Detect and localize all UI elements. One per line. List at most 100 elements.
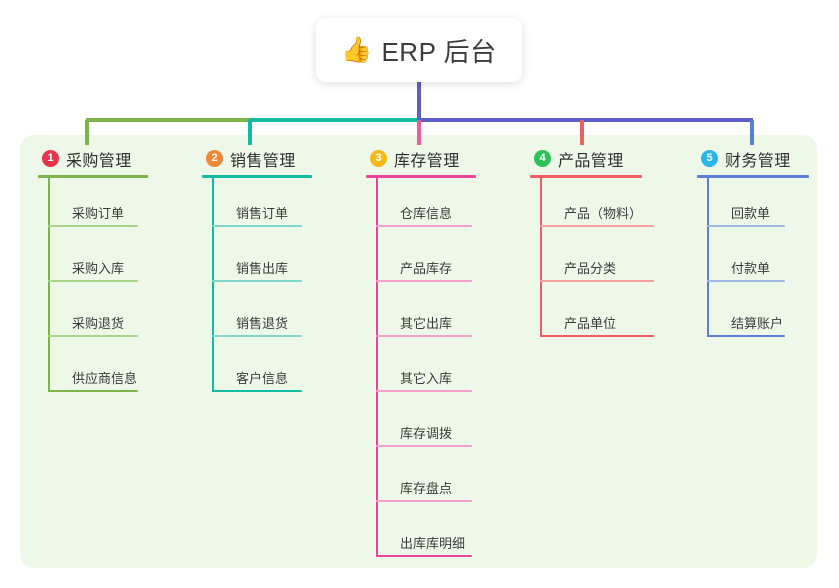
root-node-content: 👍 ERP 后台 <box>341 32 496 69</box>
list-item[interactable]: 客户信息 <box>202 343 312 398</box>
list-item-label: 其它入库 <box>400 371 453 386</box>
column-2: 2 销售管理销售订单销售出库销售退货客户信息 <box>202 146 312 398</box>
list-item-label: 销售订单 <box>236 206 289 221</box>
column-badge-icon: 1 <box>42 150 59 167</box>
root-node-title: ERP 后台 <box>381 36 497 67</box>
list-item[interactable]: 产品单位 <box>530 288 654 343</box>
list-item-rule <box>376 335 472 337</box>
column-header-rule <box>697 175 809 178</box>
list-item-rule <box>540 335 654 337</box>
column-items: 产品（物料） 产品分类产品单位 <box>530 178 654 343</box>
column-title: 财务管理 <box>725 152 791 170</box>
list-item-label: 采购退货 <box>72 316 125 331</box>
list-item-rule <box>707 225 785 227</box>
column-1: 1 采购管理采购订单采购入库采购退货供应商信息 <box>38 146 148 398</box>
column-header-3[interactable]: 3 库存管理 <box>366 146 476 171</box>
list-item[interactable]: 仓库信息 <box>366 178 476 233</box>
list-item-rule <box>707 280 785 282</box>
list-item[interactable]: 产品（物料） <box>530 178 654 233</box>
column-spine <box>212 178 214 392</box>
column-badge-icon: 2 <box>206 150 223 167</box>
column-header-rule <box>202 175 312 178</box>
column-items: 仓库信息产品库存其它出库其它入库库存调拨库存盘点出库库明细 <box>366 178 476 563</box>
list-item-label: 采购入库 <box>72 261 125 276</box>
list-item[interactable]: 库存盘点 <box>366 453 476 508</box>
list-item-rule <box>212 390 302 392</box>
list-item-rule <box>707 335 785 337</box>
list-item-label: 产品（物料） <box>564 206 643 221</box>
list-item[interactable]: 销售出库 <box>202 233 312 288</box>
list-item-label: 结算账户 <box>731 316 784 331</box>
list-item[interactable]: 采购入库 <box>38 233 148 288</box>
column-spine <box>707 178 709 337</box>
list-item-rule <box>540 280 654 282</box>
list-item[interactable]: 其它出库 <box>366 288 476 343</box>
list-item[interactable]: 付款单 <box>697 233 809 288</box>
list-item-label: 库存调拨 <box>400 426 453 441</box>
background-panel <box>20 135 817 568</box>
list-item-rule <box>376 390 472 392</box>
column-header-rule <box>38 175 148 178</box>
list-item-label: 采购订单 <box>72 206 125 221</box>
list-item[interactable]: 回款单 <box>697 178 809 233</box>
list-item-label: 其它出库 <box>400 316 453 331</box>
list-item[interactable]: 销售退货 <box>202 288 312 343</box>
column-header-rule <box>530 175 642 178</box>
list-item-rule <box>540 225 654 227</box>
list-item-label: 付款单 <box>731 261 771 276</box>
list-item-label: 库存盘点 <box>400 481 453 496</box>
list-item[interactable]: 结算账户 <box>697 288 809 343</box>
thumbs-up-icon: 👍 <box>341 35 373 64</box>
list-item-rule <box>376 555 472 557</box>
column-header-rule <box>366 175 476 178</box>
list-item[interactable]: 采购退货 <box>38 288 148 343</box>
list-item-label: 销售退货 <box>236 316 289 331</box>
column-spine <box>540 178 542 337</box>
list-item[interactable]: 产品库存 <box>366 233 476 288</box>
list-item-label: 产品单位 <box>564 316 617 331</box>
column-badge-icon: 3 <box>370 150 387 167</box>
column-spine <box>376 178 378 557</box>
column-3: 3 库存管理仓库信息产品库存其它出库其它入库库存调拨库存盘点出库库明细 <box>366 146 476 563</box>
list-item-rule <box>48 335 138 337</box>
column-badge-icon: 4 <box>534 150 551 167</box>
list-item[interactable]: 出库库明细 <box>366 508 476 563</box>
column-header-2[interactable]: 2 销售管理 <box>202 146 312 171</box>
column-title: 采购管理 <box>66 152 132 170</box>
list-item-label: 销售出库 <box>236 261 289 276</box>
list-item-rule <box>376 225 472 227</box>
list-item-rule <box>212 280 302 282</box>
list-item-label: 出库库明细 <box>400 536 466 551</box>
list-item-rule <box>376 445 472 447</box>
list-item[interactable]: 其它入库 <box>366 343 476 398</box>
list-item-rule <box>48 280 138 282</box>
list-item[interactable]: 产品分类 <box>530 233 654 288</box>
list-item-label: 仓库信息 <box>400 206 453 221</box>
list-item-label: 回款单 <box>731 206 771 221</box>
column-title: 销售管理 <box>230 152 296 170</box>
list-item[interactable]: 供应商信息 <box>38 343 148 398</box>
root-node[interactable]: 👍 ERP 后台 <box>316 18 522 82</box>
list-item-label: 客户信息 <box>236 371 289 386</box>
list-item-rule <box>376 500 472 502</box>
column-header-4[interactable]: 4 产品管理 <box>530 146 642 171</box>
list-item-rule <box>48 225 138 227</box>
list-item-rule <box>212 335 302 337</box>
column-items: 采购订单采购入库采购退货供应商信息 <box>38 178 148 398</box>
column-title: 库存管理 <box>394 152 460 170</box>
list-item[interactable]: 销售订单 <box>202 178 312 233</box>
column-title: 产品管理 <box>558 152 624 170</box>
column-header-1[interactable]: 1 采购管理 <box>38 146 148 171</box>
list-item-rule <box>212 225 302 227</box>
list-item-label: 产品库存 <box>400 261 453 276</box>
column-items: 回款单付款单结算账户 <box>697 178 809 343</box>
list-item-label: 供应商信息 <box>72 371 138 386</box>
column-spine <box>48 178 50 392</box>
list-item[interactable]: 库存调拨 <box>366 398 476 453</box>
list-item[interactable]: 采购订单 <box>38 178 148 233</box>
list-item-label: 产品分类 <box>564 261 617 276</box>
list-item-rule <box>376 280 472 282</box>
